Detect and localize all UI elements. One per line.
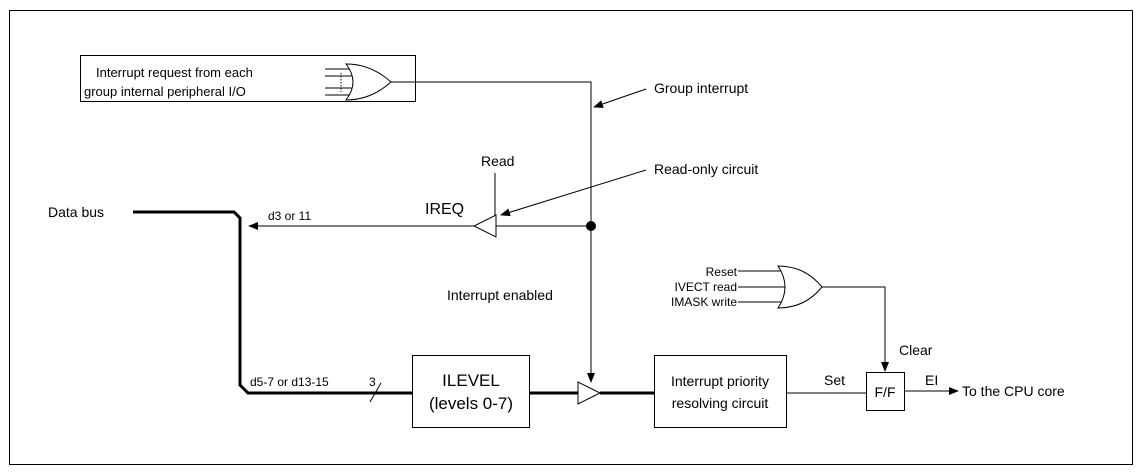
flip-flop-box	[866, 372, 905, 411]
group-or-gate	[344, 63, 392, 101]
group-interrupt-line	[391, 81, 595, 383]
ilevel-label-line1: ILEVEL	[442, 371, 500, 390]
set-label: Set	[824, 372, 845, 388]
clear-or-gate-inputs	[738, 270, 787, 303]
enable-buffer	[577, 381, 602, 405]
flip-flop-label: F/F	[875, 384, 896, 400]
ilevel-box	[412, 355, 530, 428]
data-bus-line	[133, 210, 412, 395]
to-cpu-label: To the CPU core	[962, 383, 1065, 399]
read-only-circuit-label: Read-only circuit	[654, 161, 758, 177]
ireq-read-buffer	[472, 214, 497, 238]
read-label: Read	[481, 153, 514, 169]
group-interrupt-label: Group interrupt	[654, 80, 748, 96]
bus-width-label: 3	[369, 375, 376, 389]
ei-label: EI	[925, 372, 938, 388]
group-interrupt-pointer	[593, 88, 647, 108]
source-label-line2: group internal peripheral I/O	[84, 84, 246, 99]
ireq-label: IREQ	[425, 201, 464, 218]
read-only-pointer	[500, 169, 647, 217]
d5-7-label: d5-7 or d13-15	[250, 375, 329, 389]
ilevel-label-line2: (levels 0-7)	[429, 394, 513, 413]
reset-label: Reset	[706, 265, 738, 279]
priority-label-line1: Interrupt priority	[671, 373, 769, 389]
interrupt-enabled-label: Interrupt enabled	[447, 287, 553, 303]
priority-label-line2: resolving circuit	[672, 395, 769, 411]
d3-label: d3 or 11	[268, 209, 311, 223]
source-label-line1: Interrupt request from each	[96, 65, 253, 80]
junction-dot	[586, 221, 596, 231]
clear-line	[822, 286, 889, 372]
clear-or-gate	[777, 265, 823, 309]
outer-frame	[9, 10, 1133, 465]
priority-resolver-box	[654, 355, 787, 428]
clear-label: Clear	[899, 342, 933, 358]
ivect-read-label: IVECT read	[675, 280, 737, 294]
peripheral-source-box	[80, 55, 416, 102]
bus-width-slash	[369, 382, 382, 403]
imask-write-label: IMASK write	[671, 295, 737, 309]
data-bus-label: Data bus	[48, 204, 104, 220]
